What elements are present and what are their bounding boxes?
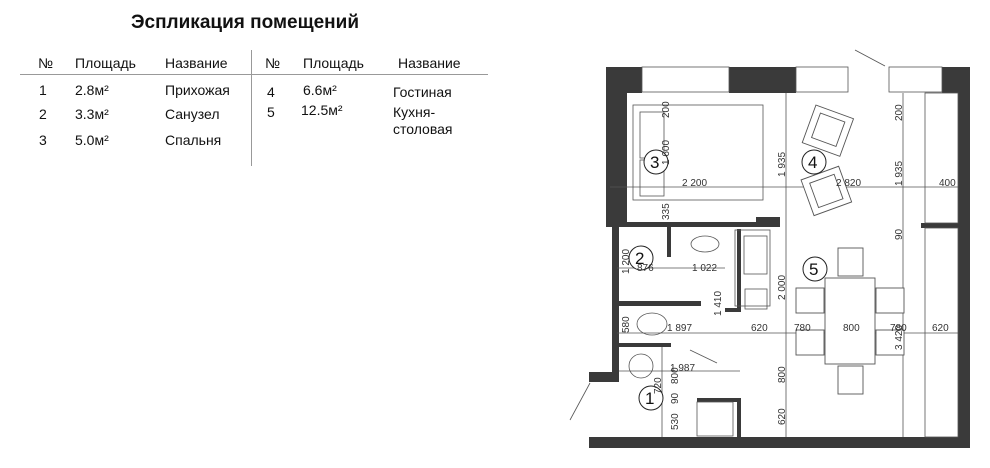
dimension-label: 1 897: [667, 323, 692, 334]
row-no: 4: [267, 84, 275, 100]
room-number-1: 1: [645, 389, 654, 408]
row-name: Гостиная: [393, 84, 452, 100]
row-name-line2: столовая: [393, 121, 453, 137]
dimension-label: 1 935: [894, 161, 905, 186]
row-area: 3.3м²: [75, 106, 109, 122]
dimension-label: 720: [653, 377, 664, 394]
room-marker-5: [802, 256, 828, 282]
dimension-label: 1 935: [777, 152, 788, 177]
dimension-label: 530: [670, 413, 681, 430]
header-no-right: №: [265, 55, 281, 71]
table-column-divider: [251, 50, 252, 166]
table-title: Эспликация помещений: [131, 12, 359, 33]
dimension-label: 780: [794, 323, 811, 334]
dimension-label: 2 000: [777, 275, 788, 300]
table-header-divider: [20, 74, 488, 75]
chair: [795, 329, 825, 356]
chair: [875, 287, 905, 314]
dimension-label: 335: [661, 203, 672, 220]
header-no: №: [38, 55, 54, 71]
room-markers: [628, 149, 828, 411]
row-name: Спальня: [165, 132, 222, 148]
dimension-label: 800: [670, 367, 681, 384]
dimension-label: 620: [777, 408, 788, 425]
chair: [837, 247, 864, 277]
dimension-label: 1 200: [621, 249, 632, 274]
dimension-label: 620: [751, 323, 768, 334]
dimension-label: 3 420: [894, 325, 905, 350]
windows-and-lines: [569, 49, 959, 438]
dimensions: 200 1 600 2 200 335 1 935 2 820 200 1 93…: [621, 101, 956, 430]
dimension-label: 1 987: [670, 363, 695, 374]
header-name-right: Название: [398, 55, 461, 71]
header-area-right: Площадь: [303, 55, 364, 71]
dimension-label: 800: [777, 366, 788, 383]
room-marker-1: [638, 385, 664, 411]
row-area: 12.5м²: [301, 102, 343, 118]
dimension-label: 800: [843, 323, 860, 334]
dimension-label: 1 410: [713, 291, 724, 316]
chair: [795, 287, 825, 314]
row-no: 5: [267, 104, 275, 120]
row-name: Санузел: [165, 106, 220, 122]
armchair: [800, 165, 853, 217]
header-area: Площадь: [75, 55, 136, 71]
room-marker-4: [801, 149, 827, 175]
room-number-4: 4: [808, 153, 817, 172]
dimension-label: 580: [621, 316, 632, 333]
room-marker-3: [643, 149, 669, 175]
dining-table: [824, 277, 876, 365]
header-name: Название: [165, 55, 228, 71]
armchair: [801, 104, 855, 157]
row-no: 1: [39, 82, 47, 98]
dimension-label: 1 022: [692, 263, 717, 274]
dimension-label: 2 200: [682, 178, 707, 189]
room-number-2: 2: [635, 249, 644, 268]
row-area: 5.0м²: [75, 132, 109, 148]
dimension-label: 200: [661, 101, 672, 118]
dimension-label: 1 600: [661, 140, 672, 165]
furniture: [795, 104, 905, 395]
room-number-5: 5: [809, 260, 818, 279]
row-no: 2: [39, 106, 47, 122]
row-name: Прихожая: [165, 82, 230, 98]
dimension-label: 780: [890, 323, 907, 334]
dimension-label: 90: [894, 228, 905, 240]
chair: [875, 329, 905, 356]
dimension-label: 90: [670, 392, 681, 404]
row-area: 6.6м²: [303, 82, 337, 98]
dimension-label: 620: [932, 323, 949, 334]
room-number-3: 3: [650, 153, 659, 172]
dimension-label: 200: [894, 104, 905, 121]
row-area: 2.8м²: [75, 82, 109, 98]
dimension-label: 876: [637, 263, 654, 274]
row-name-line1: Кухня-: [393, 104, 436, 120]
chair: [837, 365, 864, 395]
dimension-label: 400: [939, 178, 956, 189]
row-no: 3: [39, 132, 47, 148]
dimension-label: 2 820: [836, 178, 861, 189]
room-marker-2: [628, 245, 654, 271]
